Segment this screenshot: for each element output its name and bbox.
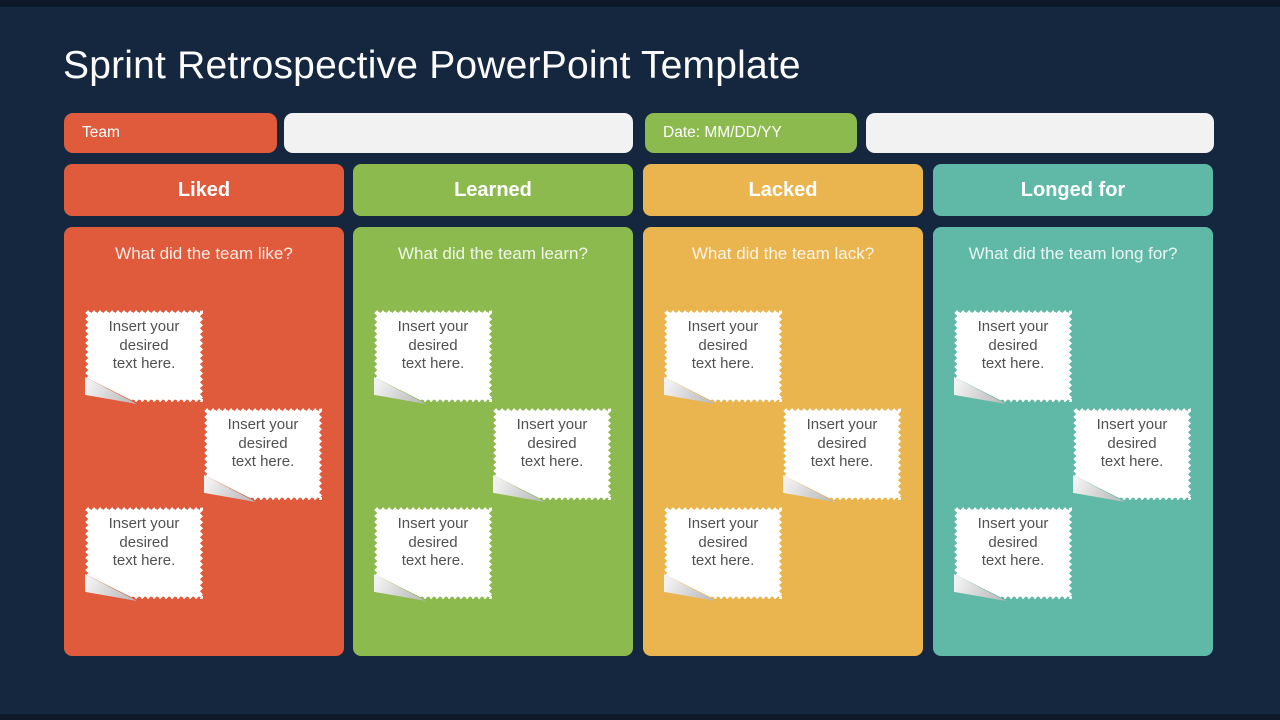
column-header-label: Learned bbox=[454, 178, 532, 201]
note-text: Insert your desired text here. bbox=[977, 515, 1049, 569]
note-text: Insert your desired text here. bbox=[108, 515, 180, 569]
team-value-field[interactable] bbox=[284, 113, 633, 153]
sticky-note[interactable]: Insert your desired text here. bbox=[954, 507, 1072, 601]
column-header-label: Lacked bbox=[748, 178, 818, 201]
column-learned: Learned What did the team learn? Insert … bbox=[353, 0, 633, 720]
note-text: Insert your desired text here. bbox=[397, 318, 469, 372]
note-paper: Insert your desired text here. bbox=[664, 310, 782, 402]
date-value-field[interactable] bbox=[866, 113, 1214, 153]
column-header-longed-for[interactable]: Longed for bbox=[933, 164, 1213, 216]
sticky-note[interactable]: Insert your desired text here. bbox=[783, 408, 901, 502]
sticky-note[interactable]: Insert your desired text here. bbox=[1073, 408, 1191, 502]
team-label-pill[interactable]: Team bbox=[64, 113, 277, 153]
note-paper: Insert your desired text here. bbox=[783, 408, 901, 500]
sticky-note[interactable]: Insert your desired text here. bbox=[204, 408, 322, 502]
column-liked: Liked What did the team like? Insert you… bbox=[64, 0, 344, 720]
note-paper: Insert your desired text here. bbox=[954, 310, 1072, 402]
slide-bottom-edge bbox=[0, 714, 1280, 720]
page-title[interactable]: Sprint Retrospective PowerPoint Template bbox=[63, 44, 801, 87]
column-body-longed-for: What did the team long for? Insert your … bbox=[933, 227, 1213, 656]
slide-top-edge bbox=[0, 0, 1280, 7]
note-paper: Insert your desired text here. bbox=[85, 507, 203, 599]
column-question[interactable]: What did the team long for? bbox=[968, 244, 1178, 263]
note-text: Insert your desired text here. bbox=[397, 515, 469, 569]
note-paper: Insert your desired text here. bbox=[374, 310, 492, 402]
note-paper: Insert your desired text here. bbox=[493, 408, 611, 500]
note-paper: Insert your desired text here. bbox=[374, 507, 492, 599]
sticky-note[interactable]: Insert your desired text here. bbox=[374, 310, 492, 404]
column-question[interactable]: What did the team lack? bbox=[691, 244, 875, 263]
column-lacked: Lacked What did the team lack? Insert yo… bbox=[643, 0, 923, 720]
sticky-note[interactable]: Insert your desired text here. bbox=[664, 310, 782, 404]
team-label: Team bbox=[82, 124, 120, 141]
column-header-lacked[interactable]: Lacked bbox=[643, 164, 923, 216]
note-paper: Insert your desired text here. bbox=[954, 507, 1072, 599]
sticky-note[interactable]: Insert your desired text here. bbox=[85, 507, 203, 601]
date-label-pill[interactable]: Date: MM/DD/YY bbox=[645, 113, 857, 153]
note-text: Insert your desired text here. bbox=[687, 515, 759, 569]
column-header-liked[interactable]: Liked bbox=[64, 164, 344, 216]
note-paper: Insert your desired text here. bbox=[204, 408, 322, 500]
note-paper: Insert your desired text here. bbox=[1073, 408, 1191, 500]
sticky-note[interactable]: Insert your desired text here. bbox=[664, 507, 782, 601]
sticky-note[interactable]: Insert your desired text here. bbox=[85, 310, 203, 404]
column-body-liked: What did the team like? Insert your desi… bbox=[64, 227, 344, 656]
note-text: Insert your desired text here. bbox=[687, 318, 759, 372]
date-label: Date: MM/DD/YY bbox=[663, 124, 782, 141]
note-paper: Insert your desired text here. bbox=[85, 310, 203, 402]
column-header-learned[interactable]: Learned bbox=[353, 164, 633, 216]
note-text: Insert your desired text here. bbox=[806, 416, 878, 470]
column-header-label: Longed for bbox=[1020, 178, 1126, 201]
sticky-note[interactable]: Insert your desired text here. bbox=[493, 408, 611, 502]
column-body-learned: What did the team learn? Insert your des… bbox=[353, 227, 633, 656]
note-paper: Insert your desired text here. bbox=[664, 507, 782, 599]
column-header-label: Liked bbox=[177, 178, 231, 201]
note-text: Insert your desired text here. bbox=[516, 416, 588, 470]
column-longed-for: Longed for What did the team long for? I… bbox=[933, 0, 1213, 720]
column-question[interactable]: What did the team learn? bbox=[398, 244, 588, 263]
note-text: Insert your desired text here. bbox=[108, 318, 180, 372]
column-question[interactable]: What did the team like? bbox=[115, 244, 293, 263]
note-text: Insert your desired text here. bbox=[977, 318, 1049, 372]
sticky-note[interactable]: Insert your desired text here. bbox=[954, 310, 1072, 404]
note-text: Insert your desired text here. bbox=[227, 416, 299, 470]
note-text: Insert your desired text here. bbox=[1096, 416, 1168, 470]
sticky-note[interactable]: Insert your desired text here. bbox=[374, 507, 492, 601]
column-body-lacked: What did the team lack? Insert your desi… bbox=[643, 227, 923, 656]
